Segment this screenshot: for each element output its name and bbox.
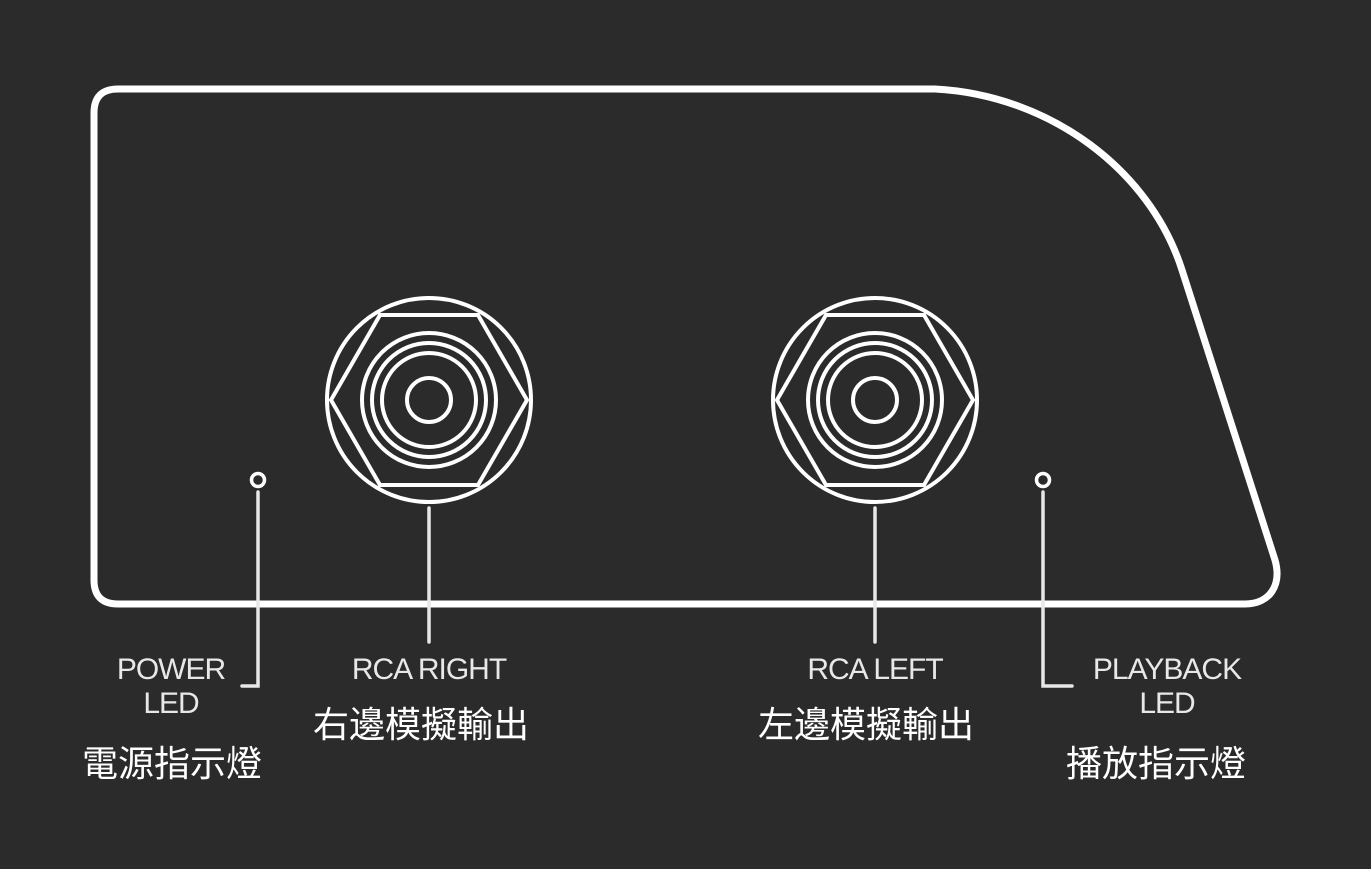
power-led-indicator [249, 471, 267, 489]
playback-led-label-line2: LED [1139, 687, 1195, 720]
playback-led-label-line1: PLAYBACK [1092, 653, 1242, 686]
playback-led-leader-line [1041, 490, 1074, 688]
playback-led-label-zh: 播放指示燈 [1066, 744, 1247, 785]
power-led-label-line2: LED [143, 687, 199, 720]
rca-left-connector [771, 296, 979, 504]
rca-right-label-zh: 右邊模擬輸出 [313, 705, 530, 746]
rca-left-label-zh: 左邊模擬輸出 [758, 705, 975, 746]
device-body-outline [90, 85, 1281, 608]
rca-right-connector [325, 296, 533, 504]
power-led-label: POWER LED [108, 653, 234, 721]
power-led-label-line1: POWER [116, 653, 226, 686]
playback-led-indicator [1034, 471, 1052, 489]
power-led-label-zh: 電源指示燈 [82, 744, 263, 785]
power-led-leader-line [240, 490, 260, 688]
rca-right-label: RCA RIGHT [351, 653, 507, 686]
rca-left-label: RCA LEFT [807, 653, 943, 686]
playback-led-label: PLAYBACK LED [1078, 653, 1256, 721]
